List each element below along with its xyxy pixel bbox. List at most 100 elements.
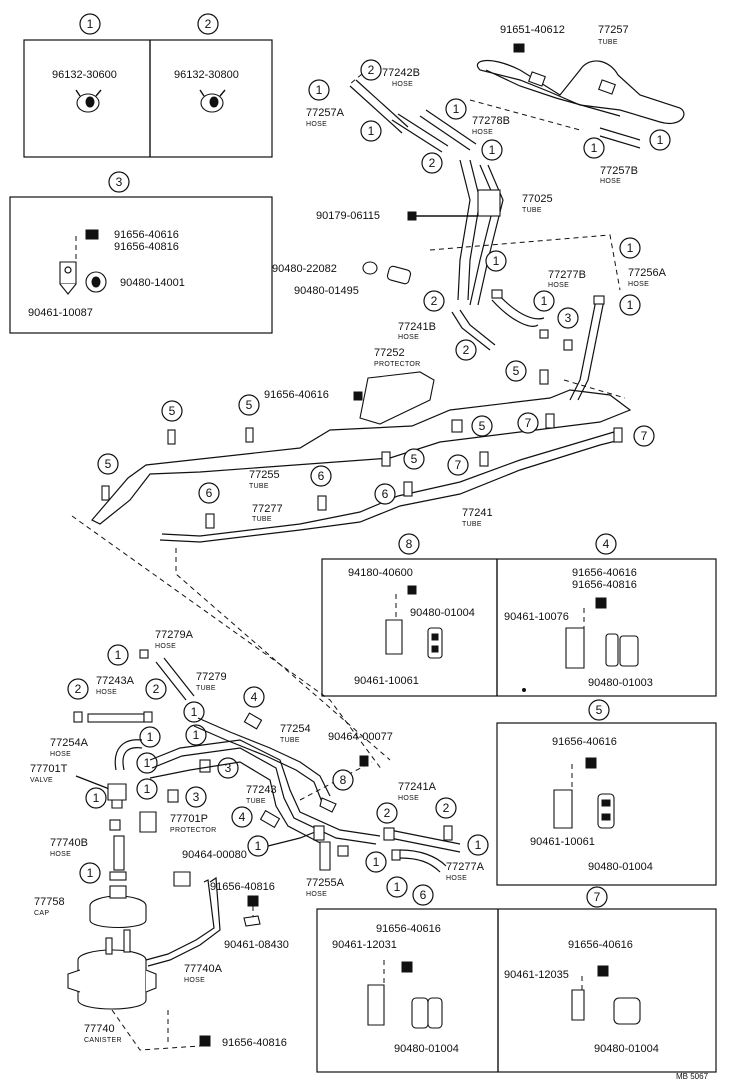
callout-7: 7 [447, 454, 469, 476]
svg-text:HOSE: HOSE [50, 751, 71, 758]
callout-2: 2 [376, 802, 398, 824]
svg-text:2: 2 [431, 294, 438, 308]
svg-text:1: 1 [657, 133, 664, 147]
svg-text:1: 1 [541, 294, 548, 308]
svg-text:4: 4 [239, 810, 246, 824]
callout-6: 6 [374, 483, 396, 505]
part-number: 91656-40616 [572, 567, 637, 579]
protector-icon [139, 811, 157, 833]
callout-1: 1 [183, 701, 205, 723]
part-number: 90480-01495 [294, 285, 359, 297]
svg-text:6: 6 [420, 888, 427, 902]
svg-text:1: 1 [453, 102, 460, 116]
callout-2: 2 [455, 339, 477, 361]
svg-text:5: 5 [596, 703, 603, 717]
svg-text:TUBE: TUBE [196, 685, 216, 692]
svg-text:2: 2 [463, 343, 470, 357]
svg-text:5: 5 [411, 452, 418, 466]
part-number: 77701T [30, 763, 68, 775]
svg-text:CANISTER: CANISTER [84, 1037, 122, 1044]
callout-1: 1 [360, 120, 382, 142]
part-number: 77257B [600, 165, 638, 177]
part-number: 90464-00080 [182, 849, 247, 861]
callout-8: 8 [332, 769, 354, 791]
svg-text:HOSE: HOSE [155, 643, 176, 650]
svg-text:4: 4 [603, 537, 610, 551]
svg-text:TUBE: TUBE [280, 737, 300, 744]
svg-text:1: 1 [87, 17, 94, 31]
callout-1: 1 [386, 876, 408, 898]
callout-7: 7 [586, 886, 608, 908]
part-number: 77279A [155, 629, 194, 641]
part-number: 91656-40616 [552, 736, 617, 748]
part-number: 90480-01004 [588, 861, 653, 873]
callout-7: 7 [633, 425, 655, 447]
callout-5: 5 [471, 415, 493, 437]
part-number: 94180-40600 [348, 567, 413, 579]
callout-5: 5 [505, 360, 527, 382]
svg-text:2: 2 [75, 682, 82, 696]
svg-text:5: 5 [479, 419, 486, 433]
svg-text:1: 1 [475, 838, 482, 852]
callout-1: 1 [467, 834, 489, 856]
main-fuel-tubes: 77255 TUBE 77277 TUBE 77241 TUBE 5 5 5 5… [71, 379, 655, 771]
callout-2: 2 [145, 678, 167, 700]
svg-text:PROTECTOR: PROTECTOR [374, 361, 421, 368]
svg-text:7: 7 [455, 458, 462, 472]
callout-1: 1 [308, 79, 330, 101]
part-number: 90461-10061 [530, 836, 595, 848]
callout-4: 4 [595, 533, 617, 555]
callout-1: 1 [481, 139, 503, 161]
svg-text:1: 1 [191, 705, 198, 719]
callout-1: 1 [139, 726, 161, 748]
callout-2: 2 [197, 13, 219, 35]
svg-text:HOSE: HOSE [548, 282, 569, 289]
hose-clamp-icon [75, 89, 102, 113]
bolt-icon [513, 43, 525, 53]
svg-text:1: 1 [627, 298, 634, 312]
svg-text:1: 1 [144, 782, 151, 796]
part-number: 91656-40816 [572, 579, 637, 591]
part-number: 90480-01004 [394, 1043, 459, 1055]
part-number: 90480-22082 [272, 263, 337, 275]
svg-text:TUBE: TUBE [252, 516, 272, 523]
part-number: 77278B [472, 115, 510, 127]
part-number: 77252 [374, 347, 405, 359]
canister-cap-icon [89, 885, 147, 928]
callout-1: 1 [583, 137, 605, 159]
part-number: 77256A [628, 267, 667, 279]
callout-1: 1 [365, 851, 387, 873]
svg-text:2: 2 [368, 63, 375, 77]
svg-text:5: 5 [513, 364, 520, 378]
callout-1: 1 [485, 250, 507, 272]
callout-3: 3 [185, 786, 207, 808]
part-number: 90480-01004 [410, 607, 475, 619]
part-number: 77241B [398, 321, 436, 333]
callout-2: 2 [423, 290, 445, 312]
svg-text:HOSE: HOSE [50, 851, 71, 858]
part-number: 90461-08430 [224, 939, 289, 951]
svg-text:TUBE: TUBE [249, 483, 269, 490]
part-number: 91656-40616 [376, 923, 441, 935]
callout-2: 2 [435, 797, 457, 819]
part-number: 77243A [96, 675, 135, 687]
part-number: 90461-12031 [332, 939, 397, 951]
svg-text:HOSE: HOSE [446, 875, 467, 882]
svg-text:TUBE: TUBE [598, 39, 618, 46]
callout-1: 1 [107, 644, 129, 666]
part-number: 77254A [50, 737, 89, 749]
detail-box-5: 5 91656-40616 90461-10061 90480-01004 [496, 699, 717, 886]
callout-1: 1 [136, 778, 158, 800]
svg-text:1: 1 [144, 756, 151, 770]
bolt-icon [75, 229, 99, 262]
callout-5: 5 [97, 453, 119, 475]
part-number: 91651-40612 [500, 24, 565, 36]
part-number: 77255A [306, 877, 345, 889]
svg-text:1: 1 [147, 730, 154, 744]
part-number: 90179-06115 [316, 210, 380, 222]
svg-text:TUBE: TUBE [522, 207, 542, 214]
svg-text:1: 1 [368, 124, 375, 138]
svg-text:4: 4 [251, 690, 258, 704]
svg-text:1: 1 [115, 648, 122, 662]
